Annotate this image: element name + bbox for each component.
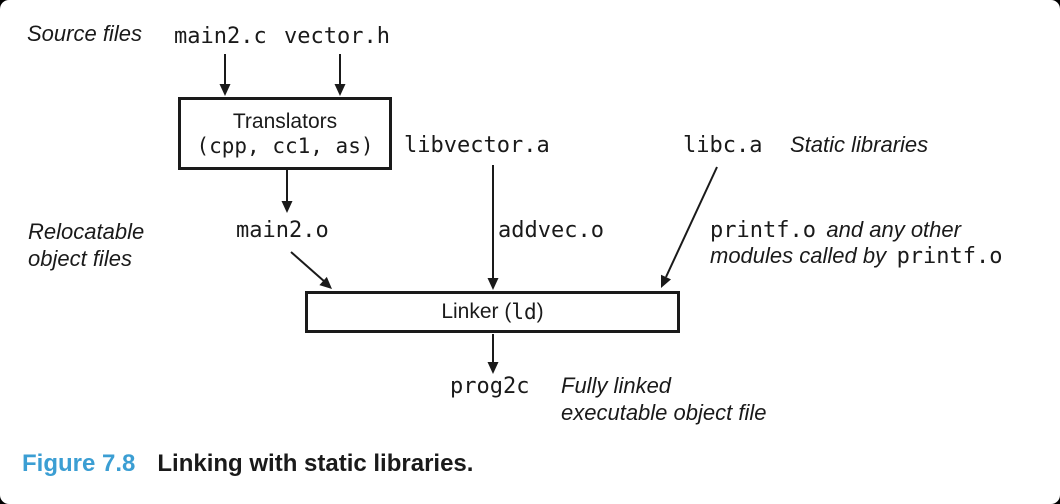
arrowhead-addvec-linker [487, 278, 499, 290]
file-printf-o-2: printf.o [896, 244, 1003, 269]
relocatable-label-line2: object files [28, 246, 132, 271]
file-printf-o: printf.o [710, 218, 816, 243]
relocatable-label-line1: Relocatable [28, 219, 145, 244]
arrowhead-main2o [281, 201, 293, 213]
arrow-libc-to-linker [665, 166, 718, 278]
arrowhead-main2o-linker [319, 276, 332, 289]
arrowhead-main2c [219, 84, 231, 96]
file-main2-c: main2.c [174, 24, 267, 49]
arrow-main2o-to-linker [290, 251, 326, 283]
arrowhead-prog2c [487, 362, 499, 374]
printf-note-line2-text: modules called by [710, 243, 887, 268]
file-libc-a: libc.a [683, 133, 763, 158]
file-main2-o: main2.o [236, 218, 329, 243]
translators-box: Translators (cpp, cc1, as) [178, 97, 392, 170]
figure-caption-title: Linking with static libraries. [157, 450, 474, 477]
file-libvector-a: libvector.a [404, 133, 550, 158]
arrowhead-printf-linker [661, 274, 671, 288]
arrowhead-vectorh [334, 84, 346, 96]
output-note-line2: executable object file [561, 400, 767, 425]
linker-box-label-code: ld [511, 300, 537, 324]
file-vector-h: vector.h [284, 24, 390, 49]
figure-caption-number: Figure 7.8 [22, 450, 136, 477]
printf-note-line1: printf.o and any other [710, 217, 961, 243]
linker-box-label-suffix: ) [536, 300, 544, 323]
source-files-label: Source files [27, 21, 142, 46]
file-prog2c: prog2c [450, 374, 530, 399]
relocatable-object-files-label: Relocatable object files [28, 218, 144, 272]
output-note: Fully linked executable object file [561, 372, 766, 426]
linker-box-label-prefix: Linker ( [441, 300, 512, 323]
static-libraries-label: Static libraries [790, 132, 929, 157]
output-note-line1: Fully linked [561, 373, 672, 398]
printf-note-line2: modules called by printf.o [710, 243, 1003, 269]
translators-box-title: Translators [232, 109, 338, 133]
figure-caption: Figure 7.8 Linking with static libraries. [22, 450, 473, 478]
translators-box-subtitle: (cpp, cc1, as) [196, 133, 374, 158]
printf-note-line1-text: and any other [826, 217, 961, 242]
linker-box: Linker (ld) [305, 291, 680, 333]
file-addvec-o: addvec.o [498, 218, 604, 243]
